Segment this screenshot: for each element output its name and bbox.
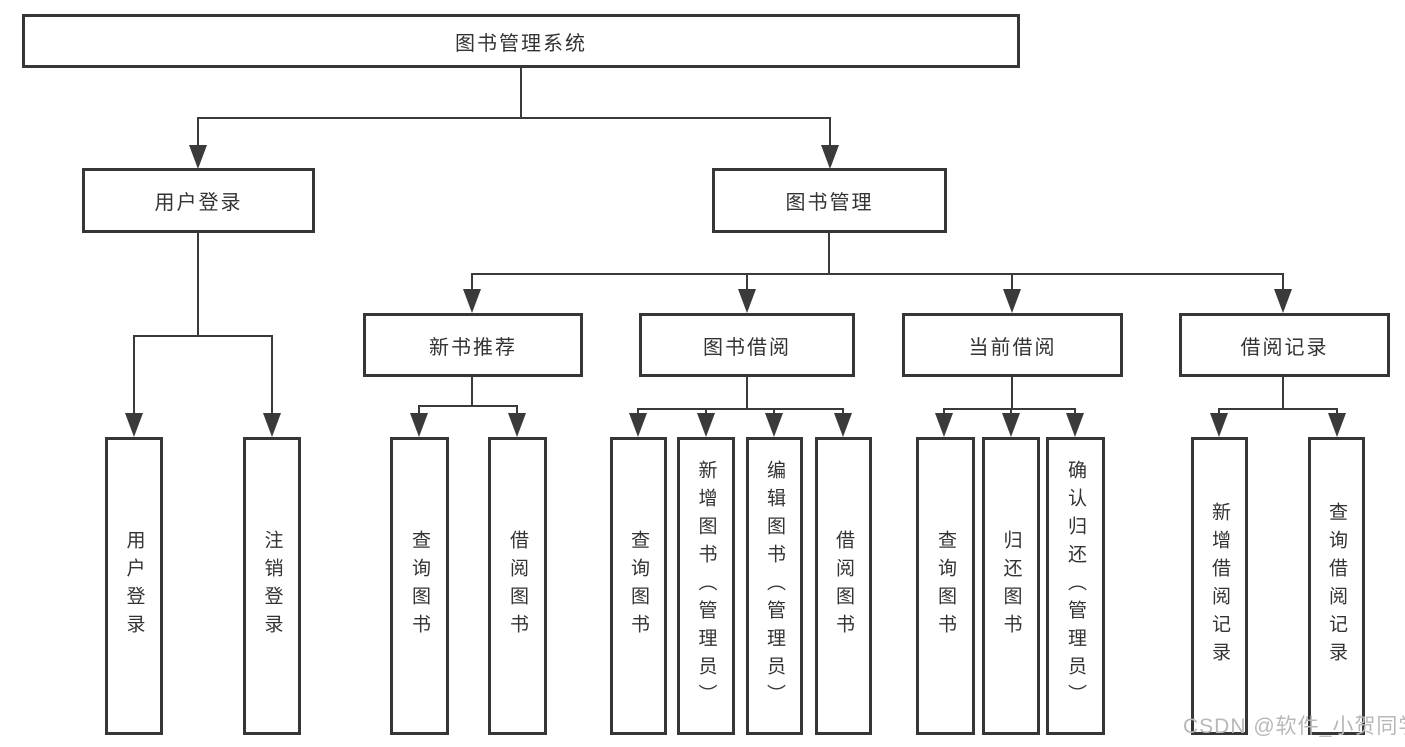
connector-level3-drop xyxy=(471,273,473,291)
arrowhead-icon xyxy=(629,413,647,437)
csdn-watermark: CSDN @软件_小贺同学 xyxy=(1183,715,1405,738)
arrowhead-icon xyxy=(1002,413,1020,437)
connector-book-borrow-rail xyxy=(638,408,844,410)
leaf-label: 查询图书 xyxy=(409,530,430,642)
connector-leaf-drop xyxy=(1074,408,1076,417)
leaf-label: 借阅图书 xyxy=(833,530,854,642)
node-current-borrow: 当前借阅 xyxy=(902,313,1123,377)
leaf-user-login: 用户登录 xyxy=(105,437,163,735)
connector-leaf-drop xyxy=(705,408,707,417)
connector-level3-drop xyxy=(746,273,748,291)
connector-leaf-drop xyxy=(842,408,844,417)
leaf-label: 注销登录 xyxy=(261,530,283,642)
connector-level3-drop xyxy=(1282,273,1284,291)
arrowhead-icon xyxy=(263,413,281,437)
connector-leaf-drop xyxy=(773,408,775,417)
connector-user-login-rail xyxy=(133,335,273,337)
connector-book-mgmt-rail xyxy=(472,273,1284,275)
leaf-logout: 注销登录 xyxy=(243,437,301,735)
node-book-borrow-label: 图书借阅 xyxy=(703,336,791,359)
connector-root-stub xyxy=(520,68,522,118)
leaf-label: 新增借阅记录 xyxy=(1209,502,1230,670)
node-user-login-label: 用户登录 xyxy=(154,192,243,214)
leaf-label: 用户登录 xyxy=(123,530,145,642)
leaf-label: 借阅图书 xyxy=(507,530,528,642)
arrowhead-icon xyxy=(935,413,953,437)
arrowhead-icon xyxy=(125,413,143,437)
connector-leaf-drop xyxy=(133,335,135,415)
leaf-label: 查询借阅记录 xyxy=(1326,502,1347,670)
connector-leaf-drop xyxy=(1218,408,1220,417)
node-book-management: 图书管理 xyxy=(712,168,947,233)
node-root-label: 图书管理系统 xyxy=(455,32,587,55)
connector-user-login-drop xyxy=(197,117,199,150)
connector-leaf-drop xyxy=(418,405,420,417)
arrowhead-icon xyxy=(1066,413,1084,437)
arrowhead-icon xyxy=(1328,413,1346,437)
arrowhead-icon xyxy=(738,289,756,313)
arrowhead-icon xyxy=(765,413,783,437)
arrowhead-icon xyxy=(1210,413,1228,437)
connector-level3-drop xyxy=(1011,273,1013,291)
connector-leaf-drop xyxy=(943,408,945,417)
leaf-confirm-return-admin: 确认归还（管理员） xyxy=(1046,437,1105,735)
arrowhead-icon xyxy=(1274,289,1292,313)
arrowhead-icon xyxy=(463,289,481,313)
node-borrow-records: 借阅记录 xyxy=(1179,313,1390,377)
leaf-add-borrow-record: 新增借阅记录 xyxy=(1191,437,1248,735)
connector-current-borrow-stub xyxy=(1011,377,1013,408)
leaf-query-books-borrow: 查询图书 xyxy=(610,437,667,735)
leaf-label: 新增图书（管理员） xyxy=(695,460,717,712)
connector-leaf-drop xyxy=(271,335,273,415)
arrowhead-icon xyxy=(508,413,526,437)
node-borrow-records-label: 借阅记录 xyxy=(1240,336,1329,359)
leaf-return-books: 归还图书 xyxy=(982,437,1040,735)
connector-book-mgmt-drop xyxy=(829,117,831,150)
connector-new-books-stub xyxy=(471,377,473,405)
leaf-label: 归还图书 xyxy=(1000,530,1022,642)
connector-root-rail xyxy=(197,117,831,119)
leaf-add-books-admin: 新增图书（管理员） xyxy=(677,437,735,735)
connector-leaf-drop xyxy=(1336,408,1338,417)
arrowhead-icon xyxy=(834,413,852,437)
connector-leaf-drop xyxy=(1010,408,1012,417)
connector-borrow-records-rail xyxy=(1219,408,1338,410)
leaf-label: 查询图书 xyxy=(935,530,956,642)
connector-leaf-drop xyxy=(516,405,518,417)
arrowhead-icon xyxy=(410,413,428,437)
leaf-label: 查询图书 xyxy=(628,530,649,642)
arrowhead-icon xyxy=(1003,289,1021,313)
node-new-book-recommend: 新书推荐 xyxy=(363,313,583,377)
connector-book-borrow-stub xyxy=(746,377,748,408)
connector-borrow-records-stub xyxy=(1282,377,1284,408)
node-new-book-recommend-label: 新书推荐 xyxy=(429,336,517,359)
node-current-borrow-label: 当前借阅 xyxy=(968,336,1057,359)
arrowhead-icon xyxy=(697,413,715,437)
node-root-system: 图书管理系统 xyxy=(22,14,1020,68)
node-user-login: 用户登录 xyxy=(82,168,315,233)
node-book-management-label: 图书管理 xyxy=(785,192,874,214)
connector-user-login-stub xyxy=(197,233,199,335)
leaf-query-books-recommend: 查询图书 xyxy=(390,437,449,735)
leaf-query-books-current: 查询图书 xyxy=(916,437,975,735)
leaf-query-borrow-record: 查询借阅记录 xyxy=(1308,437,1365,735)
arrowhead-icon xyxy=(821,145,839,169)
leaf-label: 编辑图书（管理员） xyxy=(764,460,785,712)
connector-new-books-rail xyxy=(419,405,518,407)
node-book-borrow: 图书借阅 xyxy=(639,313,855,377)
connector-leaf-drop xyxy=(637,408,639,417)
leaf-edit-books-admin: 编辑图书（管理员） xyxy=(746,437,803,735)
connector-book-mgmt-stub xyxy=(828,233,830,273)
leaf-borrow-books: 借阅图书 xyxy=(815,437,872,735)
leaf-label: 确认归还（管理员） xyxy=(1065,460,1086,712)
arrowhead-icon xyxy=(189,145,207,169)
leaf-borrow-books-recommend: 借阅图书 xyxy=(488,437,547,735)
